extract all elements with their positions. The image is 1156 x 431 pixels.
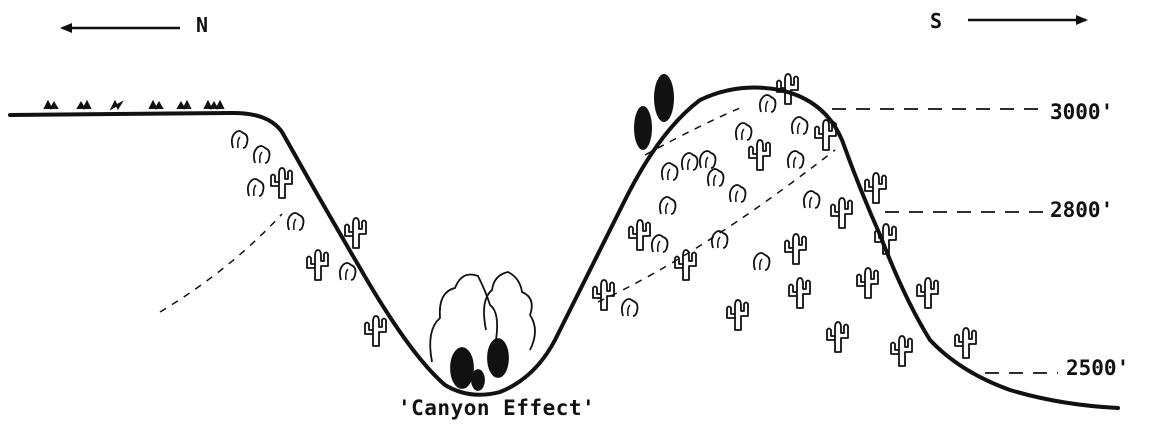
riparian-trees (430, 272, 535, 390)
saguaro-cacti (271, 74, 976, 366)
elevation-guide-lines (832, 109, 1058, 373)
ridge-trees (634, 74, 674, 150)
terrain-profile (10, 88, 1118, 408)
diagram-caption: 'Canyon Effect' (398, 398, 595, 419)
elevation-label-3000: 3000' (1050, 102, 1113, 123)
elevation-label-2800: 2800' (1050, 200, 1113, 221)
south-label: S (930, 11, 942, 31)
vegetation-zone-boundaries (160, 108, 835, 312)
grass-tufts (45, 102, 223, 108)
elevation-label-2500: 2500' (1066, 358, 1129, 379)
desert-shrubs (232, 95, 820, 316)
north-label: N (196, 15, 208, 35)
